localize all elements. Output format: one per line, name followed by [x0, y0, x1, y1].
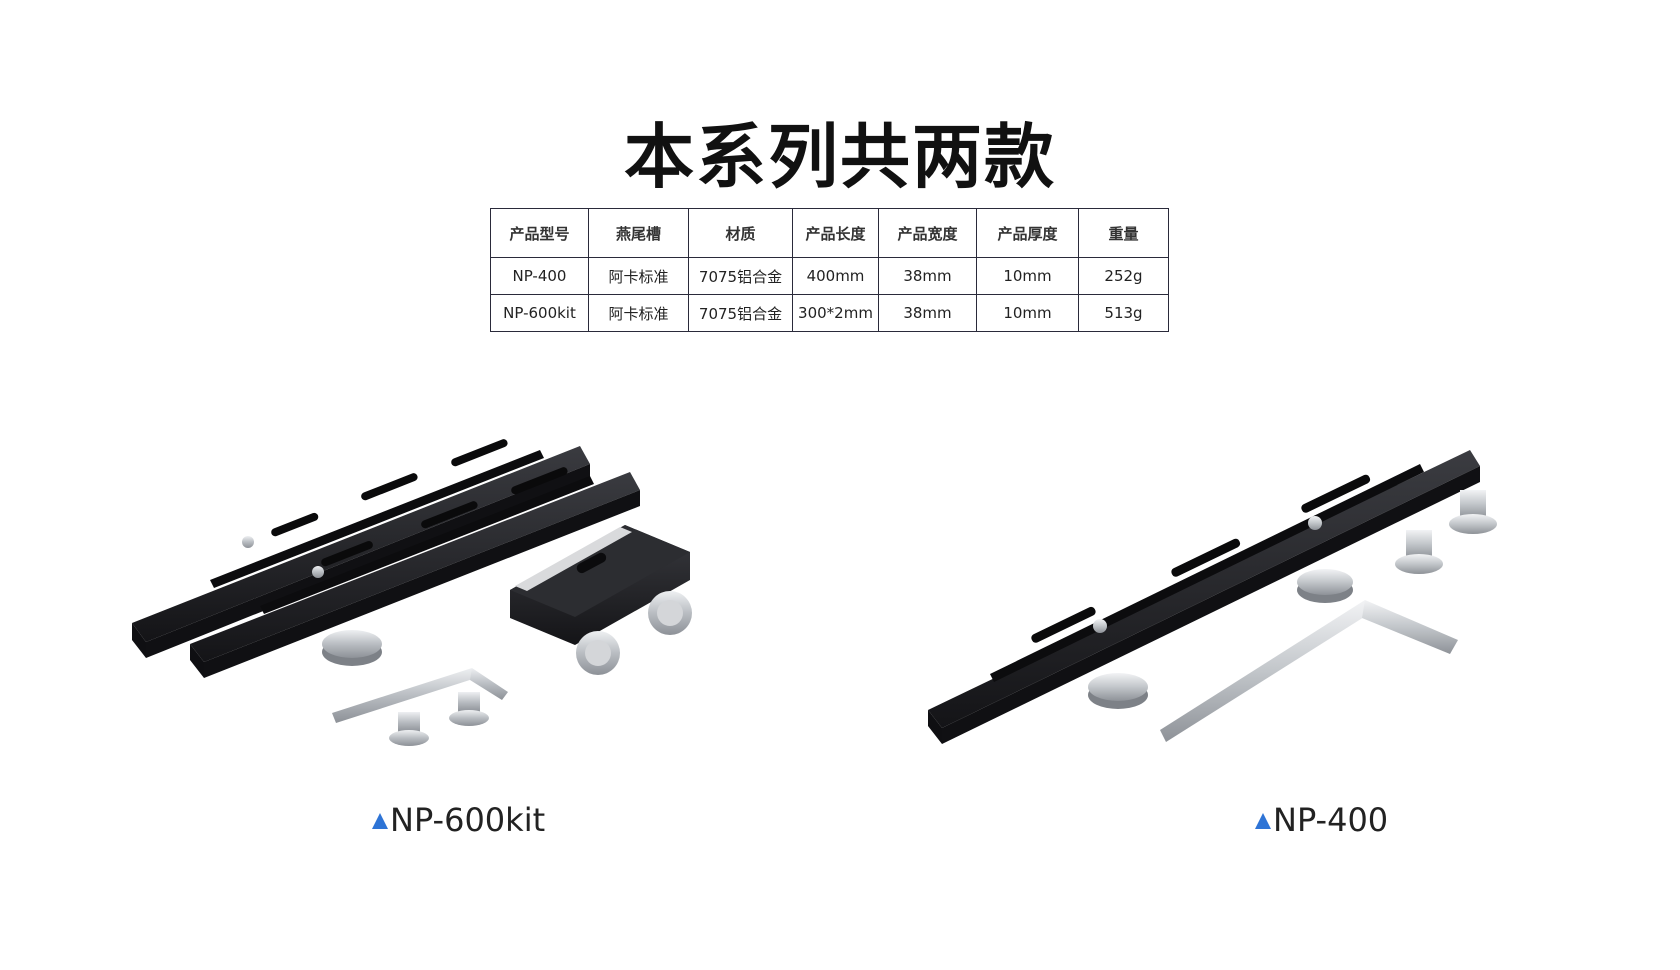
header-cell-length: 产品长度 — [792, 208, 879, 258]
mounting-screw — [1395, 530, 1443, 574]
header-cell-material: 材质 — [688, 208, 793, 258]
table-row: NP-400 阿卡标准 7075铝合金 400mm 38mm 10mm 252g — [490, 257, 1169, 295]
table-cell: 10mm — [976, 257, 1079, 295]
table-row: NP-600kit 阿卡标准 7075铝合金 300*2mm 38mm 10mm… — [490, 294, 1169, 332]
table-cell: 300*2mm — [792, 294, 879, 332]
header-cell-model: 产品型号 — [490, 208, 589, 258]
table-cell: 38mm — [878, 257, 977, 295]
hex-key — [332, 668, 508, 723]
table-cell: 252g — [1078, 257, 1169, 295]
rail-plate — [928, 450, 1480, 744]
table-cell: 阿卡标准 — [588, 294, 689, 332]
page-title: 本系列共两款 — [624, 116, 1056, 198]
table-cell: 400mm — [792, 257, 879, 295]
rail-plate — [190, 467, 640, 678]
header-cell-dovetail: 燕尾槽 — [588, 208, 689, 258]
table-cell: 7075铝合金 — [688, 294, 793, 332]
triangle-up-icon — [372, 813, 388, 829]
mounting-screw — [1449, 490, 1497, 534]
product-caption-np-400: NP-400 — [1255, 800, 1388, 840]
table-cell: 阿卡标准 — [588, 257, 689, 295]
spec-table: 产品型号 燕尾槽 材质 产品长度 产品宽度 产品厚度 重量 NP-400 阿卡标… — [490, 208, 1169, 332]
hex-key — [1160, 600, 1458, 742]
table-cell: 513g — [1078, 294, 1169, 332]
triangle-up-icon — [1255, 813, 1271, 829]
table-cell: 7075铝合金 — [688, 257, 793, 295]
product-photo-np-400 — [928, 450, 1497, 744]
product-photo-np-600kit — [132, 439, 692, 746]
caption-text: NP-400 — [1273, 801, 1389, 839]
table-cell: 10mm — [976, 294, 1079, 332]
header-cell-thickness: 产品厚度 — [976, 208, 1079, 258]
header-cell-width: 产品宽度 — [878, 208, 977, 258]
caption-text: NP-600kit — [390, 801, 546, 839]
table-cell: 38mm — [878, 294, 977, 332]
product-caption-np-600kit: NP-600kit — [372, 800, 545, 840]
table-cell: NP-600kit — [490, 294, 589, 332]
mounting-screw — [449, 692, 489, 726]
table-cell: NP-400 — [490, 257, 589, 295]
header-cell-weight: 重量 — [1078, 208, 1169, 258]
mounting-screw — [389, 712, 429, 746]
clamp — [510, 525, 692, 675]
table-header-row: 产品型号 燕尾槽 材质 产品长度 产品宽度 产品厚度 重量 — [490, 208, 1169, 258]
